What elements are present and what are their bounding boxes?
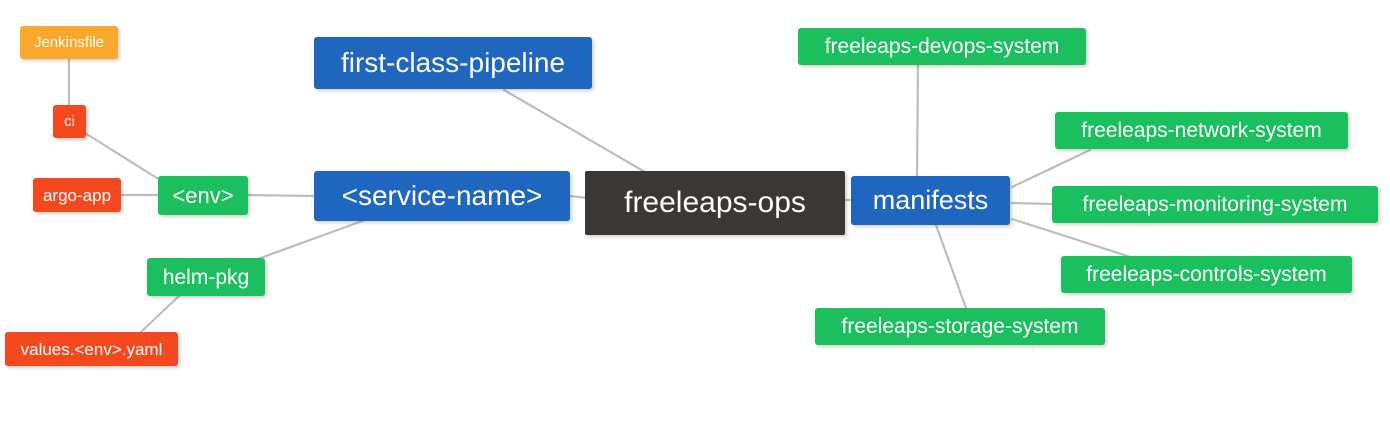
node-ci[interactable]: ci <box>53 105 86 138</box>
node-freeleaps-network-system[interactable]: freeleaps-network-system <box>1055 112 1348 149</box>
edge-manifests-devopssystem <box>915 62 920 178</box>
edge-firstclasspipeline-root <box>502 88 647 174</box>
node-label: first-class-pipeline <box>340 47 566 78</box>
node-label: freeleaps-devops-system <box>824 35 1060 58</box>
node-label: <env> <box>172 182 234 208</box>
node-label: Jenkinsfile <box>33 34 105 51</box>
edge-env-servicename <box>246 193 316 198</box>
node-freeleaps-controls-system[interactable]: freeleaps-controls-system <box>1061 256 1352 293</box>
node-label: values.<env>.yaml <box>20 339 163 359</box>
node-label: manifests <box>872 185 989 215</box>
node-freeleaps-monitoring-system[interactable]: freeleaps-monitoring-system <box>1052 186 1378 223</box>
edge-manifests-controlssystem <box>1010 217 1142 262</box>
node-root-freeleaps-ops[interactable]: freeleaps-ops <box>585 171 845 235</box>
node-manifests[interactable]: manifests <box>851 176 1010 225</box>
edge-valuesyaml-helmpkg <box>138 293 182 335</box>
edge-manifests-monitoringsystem <box>1010 201 1054 206</box>
edge-manifests-storagesystem <box>934 223 968 310</box>
node-service-name[interactable]: <service-name> <box>314 171 570 221</box>
node-label: argo-app <box>42 185 112 205</box>
node-helm-pkg[interactable]: helm-pkg <box>147 258 265 296</box>
node-label: freeleaps-storage-system <box>841 315 1079 338</box>
node-label: <service-name> <box>341 180 543 211</box>
node-env[interactable]: <env> <box>158 176 248 215</box>
node-first-class-pipeline[interactable]: first-class-pipeline <box>314 37 592 89</box>
node-label: ci <box>64 113 75 130</box>
node-label: freeleaps-controls-system <box>1086 263 1327 286</box>
edge-helmpkg-servicename <box>253 218 367 262</box>
node-freeleaps-devops-system[interactable]: freeleaps-devops-system <box>798 28 1086 65</box>
node-values-yaml[interactable]: values.<env>.yaml <box>5 332 178 366</box>
node-label: freeleaps-monitoring-system <box>1082 193 1348 216</box>
node-argo-app[interactable]: argo-app <box>33 178 121 212</box>
node-label: freeleaps-network-system <box>1081 119 1322 142</box>
node-freeleaps-storage-system[interactable]: freeleaps-storage-system <box>815 308 1105 345</box>
node-label: freeleaps-ops <box>624 186 806 219</box>
node-jenkinsfile[interactable]: Jenkinsfile <box>20 26 118 59</box>
edge-ci-env <box>83 131 162 182</box>
node-label: helm-pkg <box>162 265 250 289</box>
edge-manifests-networksystem <box>1010 148 1092 189</box>
